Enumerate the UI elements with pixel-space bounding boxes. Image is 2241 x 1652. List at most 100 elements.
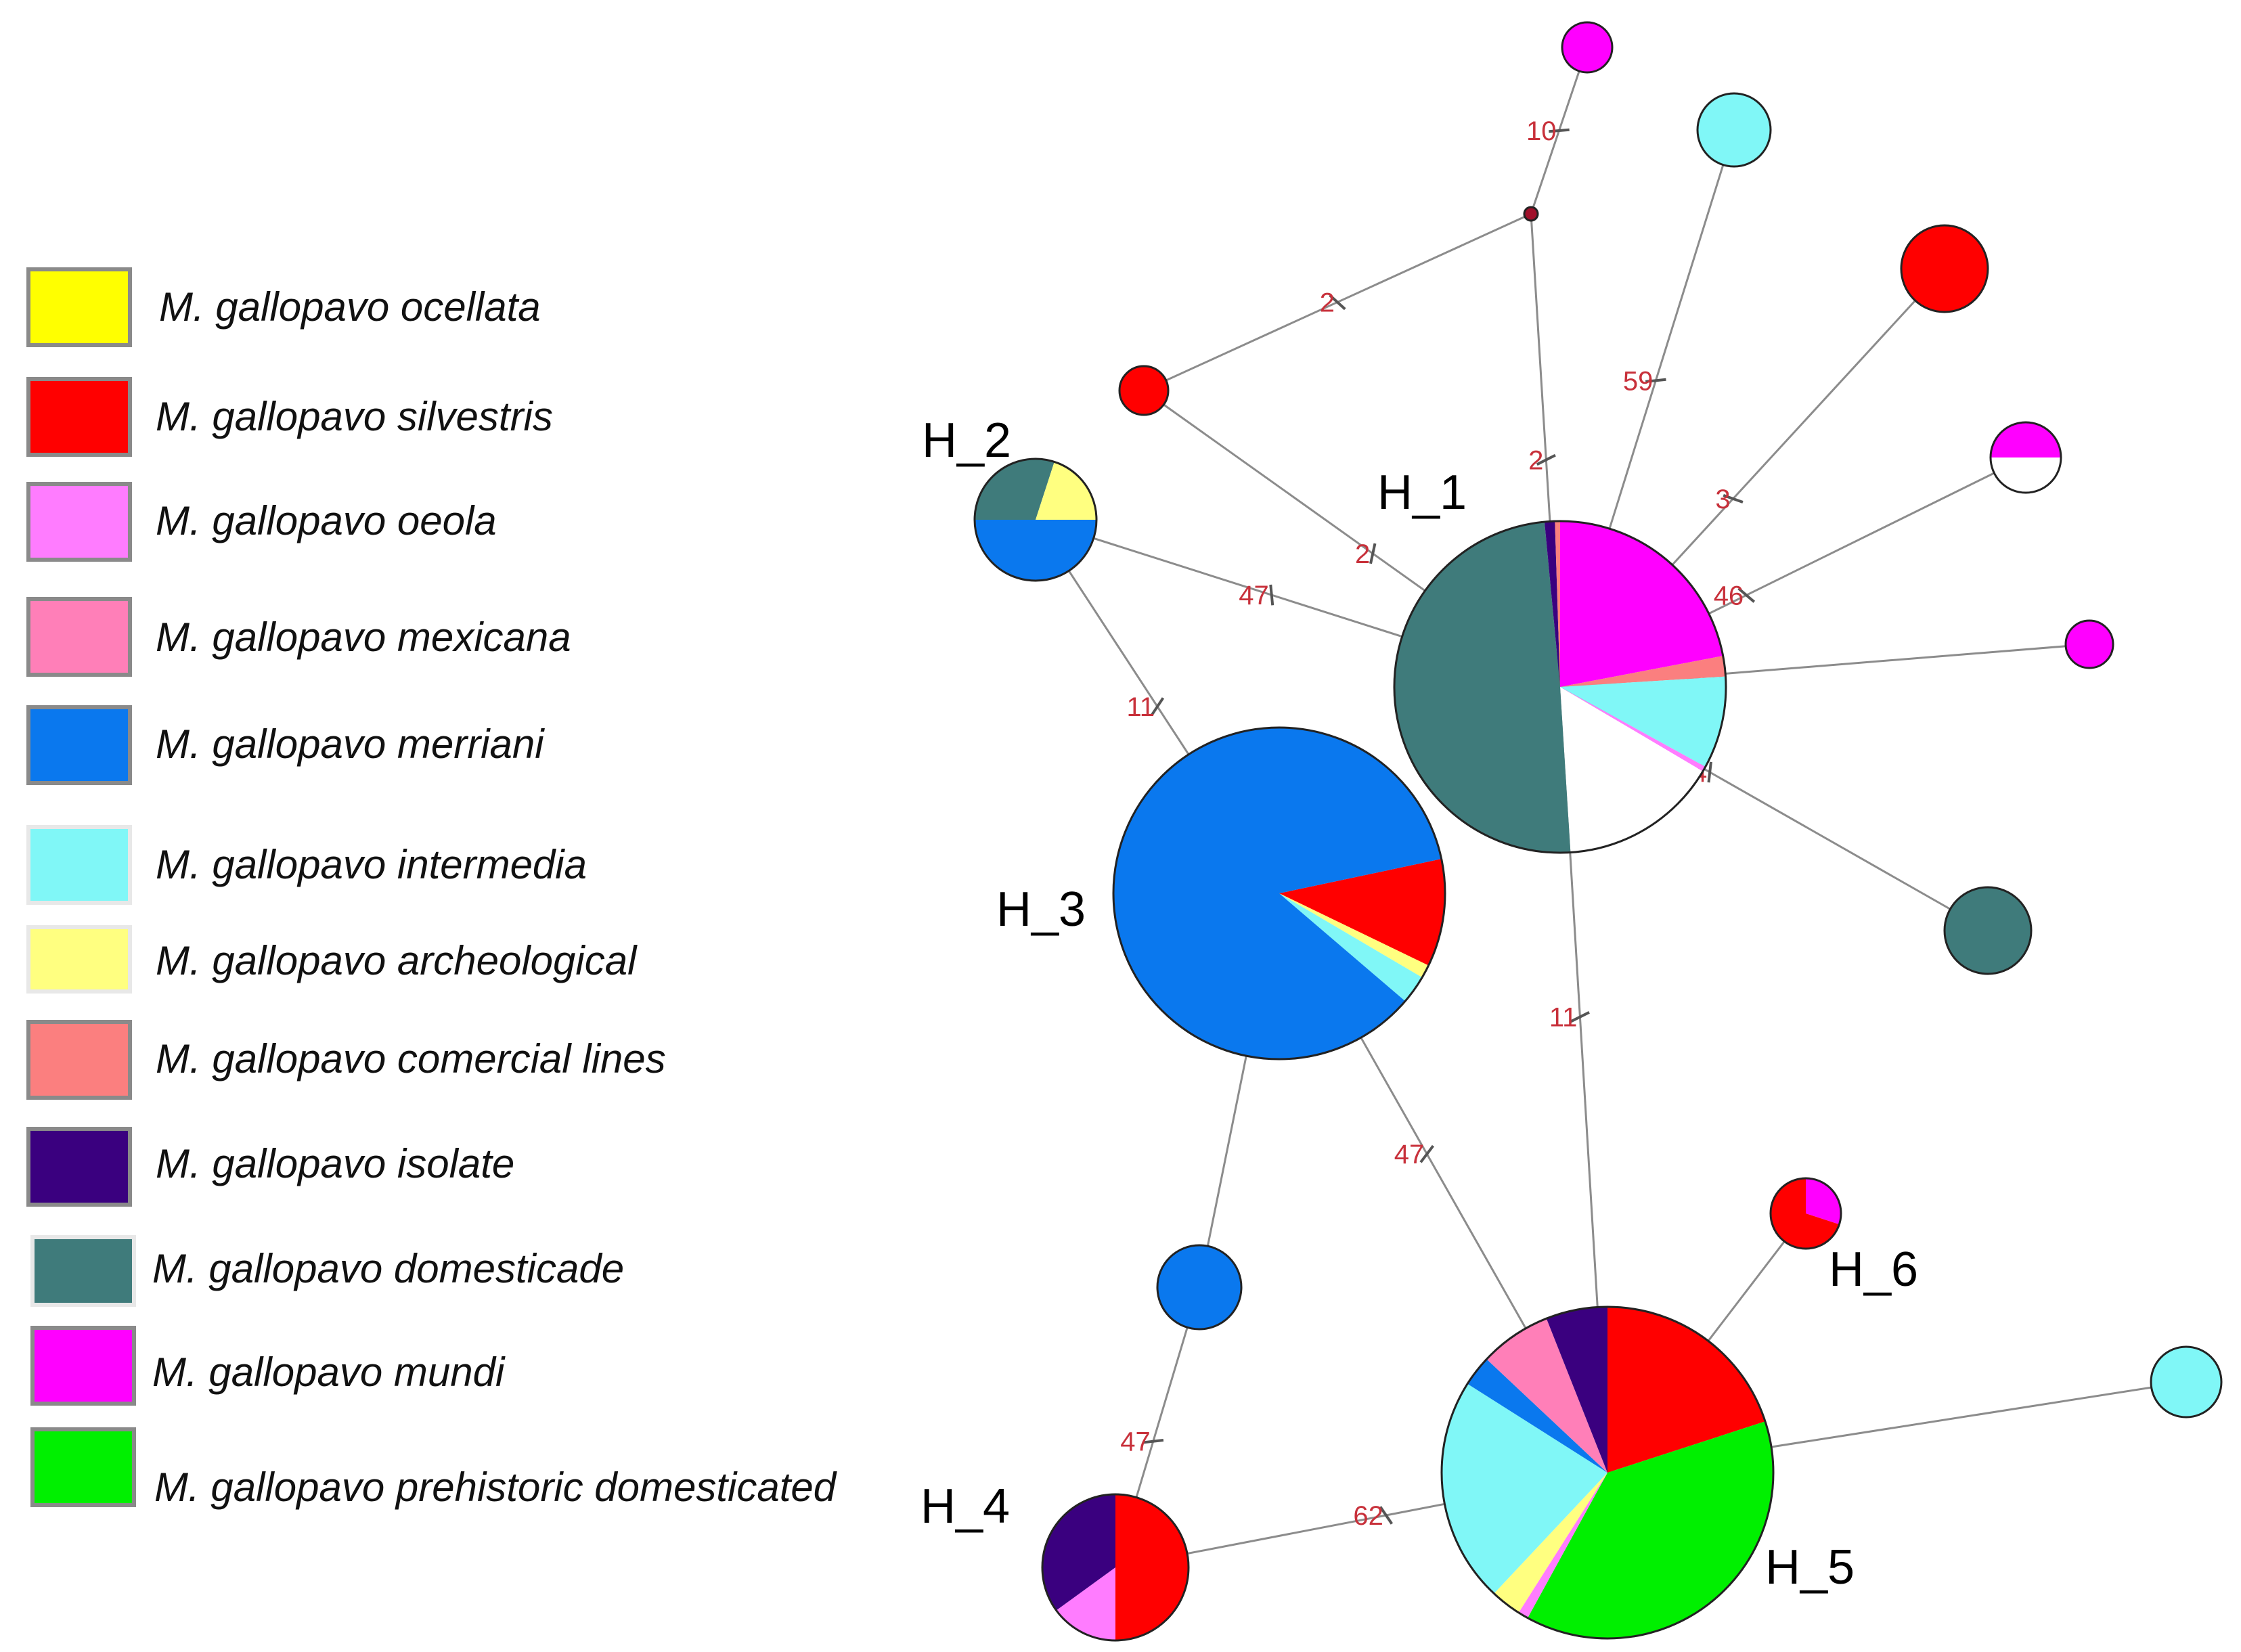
pie-slice-mundi (1562, 22, 1612, 72)
legend-item-ocellata: M. gallopavo ocellata (26, 267, 541, 347)
legend-swatch-silvestris (26, 377, 132, 457)
mutation-count-label: 47 (1120, 1427, 1151, 1457)
haplotype-node-h4 (1041, 1493, 1190, 1642)
pie-slice-domesticade (975, 458, 1055, 520)
legend-item-prehistoric: M. gallopavo prehistoric domesticated (30, 1427, 837, 1510)
mutation-count-label: 47 (1394, 1140, 1425, 1169)
mutation-count-label: 11 (1126, 692, 1155, 722)
haplotype-node-h1 (1393, 520, 1727, 854)
pie-slice-silvestris (1119, 366, 1168, 415)
pie-slice-silvestris (1279, 859, 1445, 966)
haplotype-label-h5: H_5 (1765, 1540, 1855, 1594)
node-outline (1523, 206, 1539, 222)
node-outline (1769, 1177, 1842, 1250)
legend-item-intermedia: M. gallopavo intermedia (26, 825, 587, 905)
mutation-tick-N_merriani_small-H4 (1142, 1438, 1164, 1444)
mutation-count-label: 46 (1714, 581, 1744, 610)
pie-slice-oeola (1560, 687, 1706, 772)
pie-slice-mundi (1806, 1178, 1841, 1225)
legend-swatch-merriani (26, 705, 132, 785)
mutation-tick-H1-N_red_top (1723, 493, 1744, 504)
node-outline (1561, 21, 1614, 74)
legend-label-mexicana: M. gallopavo mexicana (156, 615, 571, 660)
pie-slice-oeola (1056, 1567, 1115, 1640)
mutation-count-label: 11 (1549, 1003, 1578, 1033)
pie-slice-domesticade (1945, 887, 2031, 974)
legend-swatch-domesticade (30, 1235, 136, 1307)
pie-slice-archeological (1494, 1473, 1607, 1613)
mutation-count-label: 47 (1239, 581, 1269, 610)
pie-slice-blank (1991, 457, 2061, 493)
haplotype-node-h5 (1440, 1305, 1775, 1640)
legend-swatch-archeological (26, 925, 132, 994)
haplotype-label-h4: H_4 (920, 1479, 1010, 1534)
node-outline (2150, 1345, 2223, 1419)
haplotype-node-n_domest (1943, 886, 2033, 975)
legend-label-comercial: M. gallopavo comercial lines (156, 1036, 666, 1081)
legend-item-archeological: M. gallopavo archeological (26, 925, 638, 994)
pie-slice-silvestris (1901, 225, 1988, 312)
legend-label-domesticade: M. gallopavo domesticade (152, 1246, 624, 1291)
mutation-count-label: 62 (1353, 1501, 1383, 1531)
node-outline (1440, 1305, 1775, 1640)
haplotype-node-n_mundi_right (2064, 619, 2114, 669)
pie-slice-merriani (1467, 1359, 1607, 1473)
pie-slice-silvestris (1115, 1494, 1189, 1567)
node-outline (1156, 1244, 1243, 1331)
node-outline (1118, 365, 1170, 416)
mutation-tick-H1-H5 (1570, 1011, 1590, 1023)
pie-slice-mundi (1991, 422, 2061, 457)
legend-item-silvestris: M. gallopavo silvestris (26, 377, 553, 457)
mutation-tick-H1-N_mundi_half (1737, 587, 1756, 603)
haplotype-node-n_cyan_br (2150, 1345, 2223, 1419)
pie-slice-merriani (975, 520, 1096, 581)
haplotype-node-n_red_small (1118, 365, 1170, 416)
pie-slice-mundi (2066, 621, 2113, 668)
mutation-count-label: 3 (1715, 485, 1730, 514)
pie-slice-isolate (1546, 1307, 1607, 1473)
haplotype-label-h2: H_2 (922, 414, 1011, 468)
pie-slice-intermedia (1279, 893, 1423, 1002)
legend-swatch-comercial (26, 1020, 132, 1100)
pie-slice-comercial (1555, 521, 1560, 687)
pie-slice-mexicana (1486, 1318, 1607, 1473)
legend: M. gallopavo ocellata M. gallopavo silve… (26, 267, 837, 1510)
mutation-count-label: 2 (1320, 288, 1335, 318)
legend-label-mundi: M. gallopavo mundi (152, 1349, 506, 1395)
haplotype-node-h2 (973, 457, 1098, 582)
legend-swatch-mundi (30, 1326, 136, 1406)
pie-slice-silvestris (1115, 1567, 1189, 1640)
pie-slice-oeola (1518, 1473, 1607, 1618)
pie-slice-merriani (1157, 1245, 1241, 1329)
legend-swatch-mexicana (26, 597, 132, 677)
node-outline (973, 457, 1098, 582)
haplotype-label-h3: H_3 (996, 883, 1086, 937)
legend-swatch-ocellata (26, 267, 132, 347)
mutation-tick-median-H1 (1536, 453, 1556, 466)
pie-slice-intermedia (2151, 1347, 2221, 1417)
legend-swatch-isolate (26, 1127, 132, 1207)
pie-slice-domesticade (1394, 522, 1571, 853)
pie-slice-intermedia (1698, 93, 1771, 166)
haplotype-labels: H_1 H_2 H_3 H_4 H_5 H_6 (920, 414, 1918, 1594)
legend-item-mexicana: M. gallopavo mexicana (26, 597, 571, 677)
network-nodes (973, 21, 2223, 1642)
pie-slice-merriani (1113, 727, 1442, 1059)
mutation-count-label: 2 (1355, 539, 1370, 569)
legend-item-domesticade: M. gallopavo domesticade (30, 1235, 624, 1307)
pie-slice-intermedia (1560, 676, 1726, 767)
node-outline (1989, 421, 2062, 494)
pie-slice-silvestris (1607, 1307, 1766, 1473)
pie-slice-archeological (1036, 462, 1096, 520)
mutation-tick-H1-N_domest (1707, 761, 1712, 783)
legend-label-isolate: M. gallopavo isolate (156, 1141, 514, 1186)
pie-slice-archeological (1279, 893, 1429, 978)
haplotype-node-h3 (1112, 726, 1446, 1061)
node-outline (1696, 92, 1772, 168)
pie-slice-blank (1560, 687, 1703, 853)
legend-label-oeola: M. gallopavo oeola (156, 498, 497, 543)
node-outline (1943, 886, 2033, 975)
mutation-count-label: 10 (1526, 116, 1557, 146)
